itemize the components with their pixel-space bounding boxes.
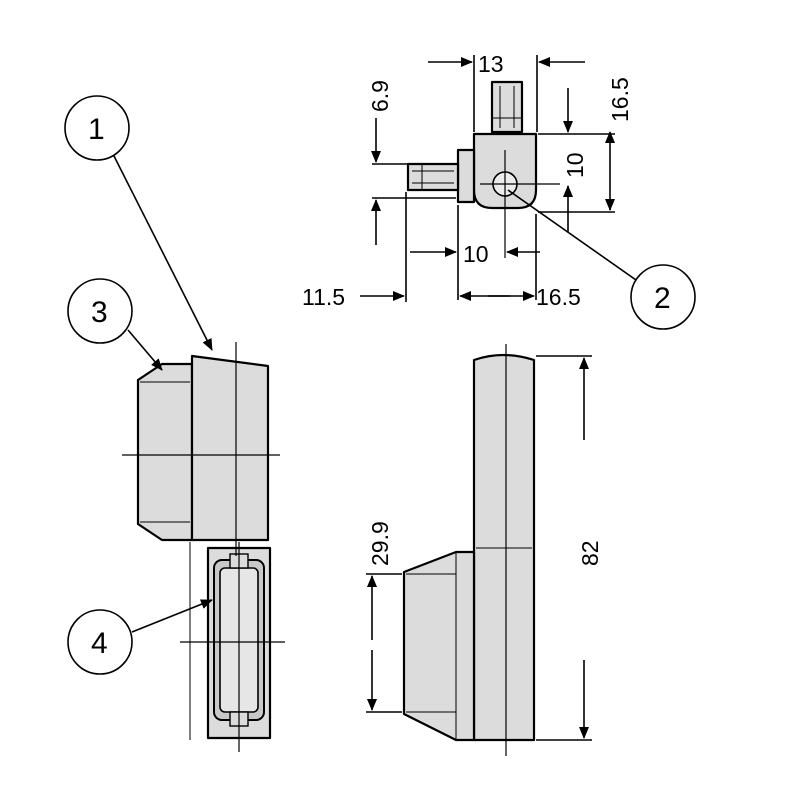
callout-1: 1: [64, 95, 213, 351]
dim-top-width: 13: [478, 51, 504, 77]
dim-total-height: 82: [577, 540, 603, 566]
mounting-plate: [136, 362, 194, 542]
hinge-body: [190, 354, 270, 542]
dim-pin-offset: 6.9: [367, 80, 393, 112]
svg-text:1: 1: [88, 113, 105, 146]
callout-4: 4: [67, 599, 213, 675]
side-view: 82 29.9: [366, 344, 603, 756]
svg-text:4: 4: [91, 627, 108, 660]
top-view: 13 16.5 10 6.9 10 11.5 16.5: [302, 51, 633, 310]
dim-inner-width: 10: [463, 241, 489, 267]
dim-side-height: 16.5: [607, 77, 633, 122]
callout-2: 2: [507, 189, 696, 330]
dim-mount-height: 29.9: [367, 521, 393, 566]
callout-3: 3: [67, 278, 163, 371]
side-pin: [406, 162, 460, 192]
dim-inner-height: 10: [562, 152, 588, 178]
front-view: [122, 342, 285, 752]
dim-left-offset: 11.5: [302, 284, 345, 310]
svg-text:2: 2: [654, 282, 671, 315]
top-pin: [490, 80, 524, 134]
dim-right-width: 16.5: [536, 284, 581, 310]
svg-text:3: 3: [91, 296, 108, 329]
side-block: [456, 148, 476, 204]
